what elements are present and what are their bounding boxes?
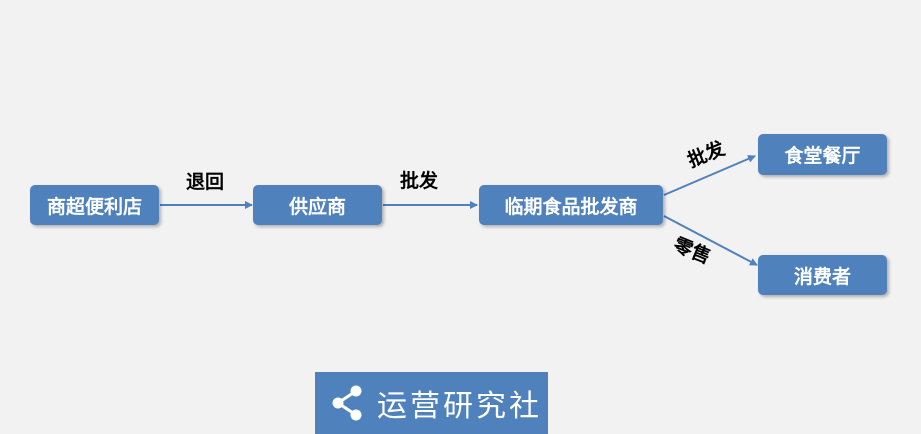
node-wholesaler: 临期食品批发商 <box>479 185 663 225</box>
node-retail: 商超便利店 <box>30 185 159 225</box>
edge-wholesaler-to-canteen <box>663 155 756 196</box>
node-consumer: 消费者 <box>758 255 887 295</box>
node-canteen: 食堂餐厅 <box>758 134 887 175</box>
edge-label-return: 退回 <box>186 171 225 193</box>
share-icon <box>332 385 362 421</box>
edge-label-wholesale: 批发 <box>400 170 439 192</box>
brand-logo-banner: 运营研究社 <box>315 372 548 434</box>
brand-text: 运营研究社 <box>377 389 542 424</box>
edge-wholesaler-to-consumer <box>663 215 758 266</box>
node-supplier: 供应商 <box>253 185 382 225</box>
